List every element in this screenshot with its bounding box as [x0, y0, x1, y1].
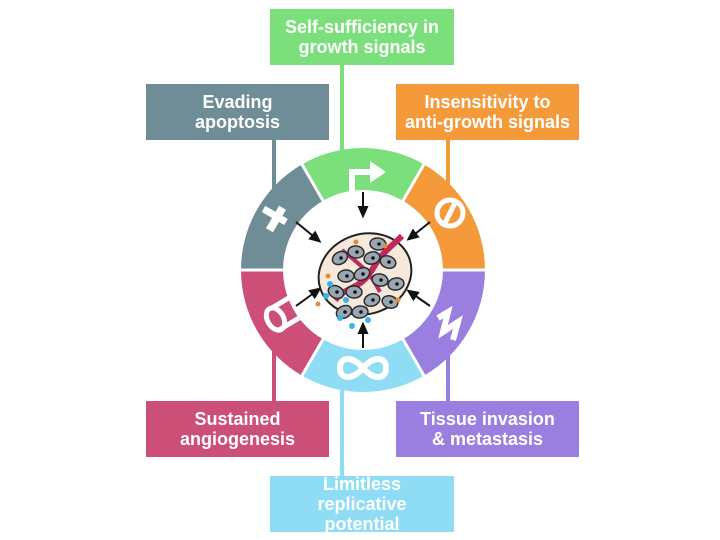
- cell-nucleus: [335, 290, 339, 294]
- label-apoptosis-line1: Evading: [202, 92, 273, 112]
- label-growth-signals: Self-sufficiency in growth signals: [270, 9, 454, 65]
- inward-arrow-head: [406, 228, 420, 241]
- cell-nucleus: [379, 278, 383, 282]
- ring-gaps: [239, 161, 487, 379]
- label-apoptosis-line2: apoptosis: [194, 112, 280, 132]
- cell-nucleus: [389, 300, 393, 304]
- cell-nucleus: [371, 256, 375, 260]
- inward-arrow-head: [308, 230, 322, 243]
- label-growth-line2: growth signals: [298, 37, 426, 57]
- label-angiogenesis: Sustained angiogenesis: [146, 401, 329, 457]
- cell-nucleus: [353, 290, 357, 294]
- signal-molecule: [349, 323, 355, 329]
- signal-molecule: [343, 297, 349, 303]
- cell-nucleus: [361, 272, 365, 276]
- zigzag-icon: [436, 305, 464, 341]
- inward-arrow-head: [357, 321, 369, 334]
- label-tissue-invasion: Tissue invasion & metastasis: [396, 401, 579, 457]
- cell-nucleus: [371, 298, 375, 302]
- cross-icon: [261, 205, 288, 233]
- ring-gap: [399, 335, 427, 379]
- cell-nucleus: [395, 282, 399, 286]
- arrow-signal-icon: [349, 161, 386, 202]
- cell-nucleus: [387, 260, 391, 264]
- ring-gap: [299, 335, 327, 379]
- cell-nucleus: [359, 310, 363, 314]
- blood-vessel-icon: [263, 293, 301, 333]
- ring-segment-insensitivity: [402, 164, 485, 270]
- label-replicative-line1: Limitless replicative: [317, 474, 407, 514]
- label-replicative-potential: Limitless replicative potential: [270, 474, 454, 534]
- cell-nucleus: [343, 310, 347, 314]
- cell-nucleus: [345, 274, 349, 278]
- cell-nucleus: [339, 256, 343, 260]
- signal-molecule: [337, 315, 343, 321]
- ring-gap: [399, 161, 427, 205]
- signal-molecule: [323, 293, 329, 299]
- label-angiogenesis-line2: angiogenesis: [179, 429, 296, 449]
- label-insensitivity-line1: Insensitivity to: [424, 92, 551, 112]
- label-growth-line1: Self-sufficiency in: [284, 17, 440, 37]
- label-evading-apoptosis: Evading apoptosis: [146, 84, 329, 140]
- prohibition-icon: [434, 197, 466, 229]
- label-angiogenesis-line1: Sustained: [194, 409, 281, 429]
- tumor-cells-icon: [315, 232, 413, 329]
- label-invasion-line1: Tissue invasion: [420, 409, 555, 429]
- ring-segment-growth: [302, 147, 424, 203]
- label-insensitivity-line2: anti-growth signals: [404, 112, 570, 132]
- inward-arrow-head: [357, 206, 369, 219]
- ring-gap: [299, 161, 327, 205]
- signal-molecule: [327, 281, 333, 287]
- cell-nucleus: [377, 242, 381, 246]
- cell-nucleus: [355, 250, 359, 254]
- inward-arrows: [295, 192, 431, 348]
- infinity-icon: [336, 356, 390, 380]
- label-replicative-line2: potential: [324, 514, 400, 534]
- signal-molecule: [365, 317, 371, 323]
- label-invasion-line2: & metastasis: [431, 429, 544, 449]
- label-insensitivity: Insensitivity to anti-growth signals: [396, 84, 579, 140]
- inward-arrow-head: [406, 289, 420, 302]
- inward-arrow-head: [308, 287, 322, 300]
